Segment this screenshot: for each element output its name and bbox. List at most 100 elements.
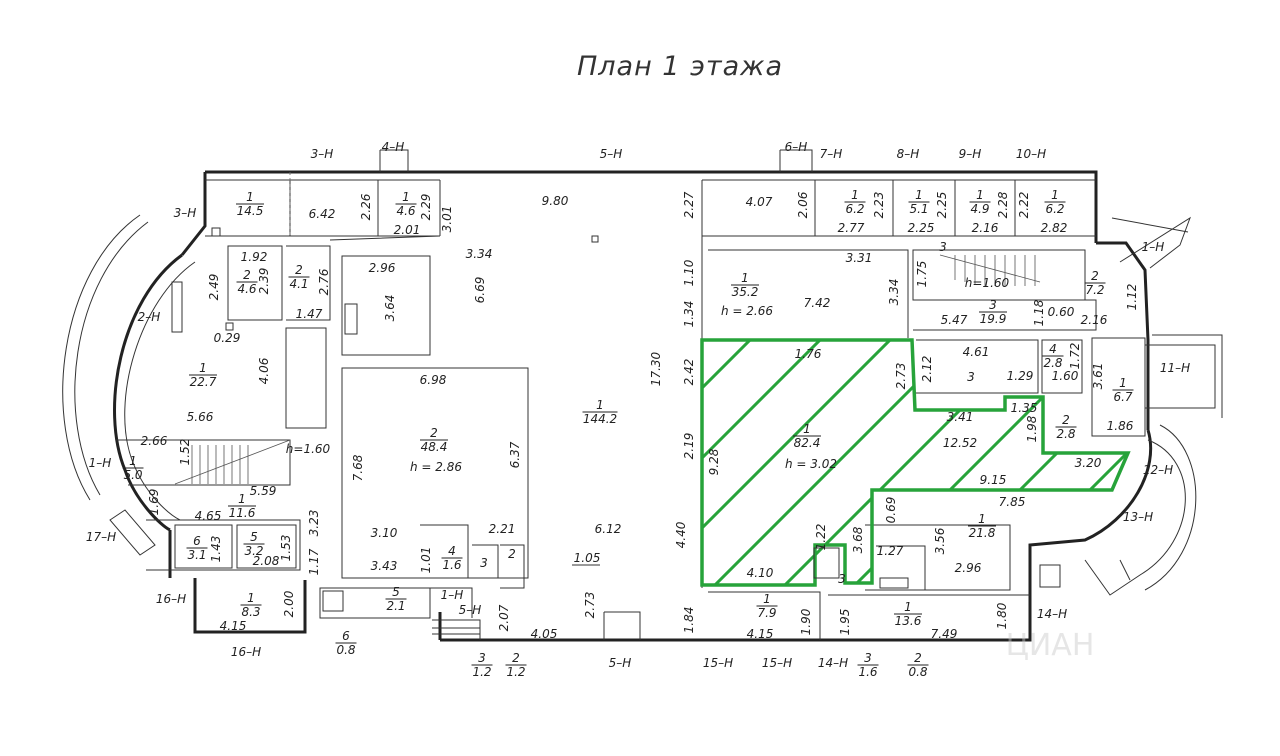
room-area: 2.1 bbox=[386, 599, 405, 613]
room-area: 6.2 bbox=[845, 202, 864, 216]
room-number: 1 bbox=[763, 592, 771, 606]
vlabel-v-1-90: 1.90 bbox=[799, 608, 813, 635]
label-d-4-10: 4.10 bbox=[747, 566, 774, 580]
room-area: 3.2 bbox=[244, 544, 263, 558]
room-r13: 16.7 bbox=[1112, 376, 1134, 404]
vlabel-v-2-42: 2.42 bbox=[682, 359, 696, 386]
vlabel-v-1-98: 1.98 bbox=[1025, 415, 1039, 442]
vlabel-v-3-01: 3.01 bbox=[440, 206, 454, 233]
label-4n-top: 4–Н bbox=[382, 140, 405, 154]
vlabel-v-2-26: 2.26 bbox=[359, 193, 373, 220]
room-number: 1 bbox=[247, 591, 255, 605]
room-number: 4 bbox=[1049, 342, 1057, 356]
label-d-1-92: 1.92 bbox=[241, 250, 268, 264]
vlabel-v-2-12: 2.12 bbox=[920, 356, 934, 383]
label-d-2-16b: 2.16 bbox=[1081, 313, 1108, 327]
label-d-2-96b: 2.96 bbox=[955, 561, 982, 575]
label-d-6-42: 6.42 bbox=[309, 207, 336, 221]
room-r23: 53.2 bbox=[243, 530, 265, 558]
label-d-5-47: 5.47 bbox=[941, 313, 968, 327]
label-d-1-35: 1.35 bbox=[1011, 401, 1038, 415]
vlabel-v-1-84: 1.84 bbox=[682, 607, 696, 634]
room-r25: 18.3 bbox=[240, 591, 262, 619]
label-d-4-15b: 4.15 bbox=[747, 627, 774, 641]
label-d-2-08: 2.08 bbox=[253, 554, 280, 568]
label-h-1-60b: h=1.60 bbox=[965, 276, 1010, 290]
label-d-1-47: 1.47 bbox=[296, 307, 323, 321]
vlabel-v-1-95: 1.95 bbox=[838, 609, 852, 636]
room-number: 3 bbox=[864, 651, 872, 665]
label-d-3-43: 3.43 bbox=[371, 559, 398, 573]
vlabel-v-2-73: 2.73 bbox=[894, 363, 908, 390]
vlabel-v-3-68: 3.68 bbox=[851, 526, 865, 553]
vlabel-v-1-52: 1.52 bbox=[178, 439, 192, 466]
vlabel-v-6-37: 6.37 bbox=[508, 441, 522, 468]
room-area: 1.2 bbox=[472, 665, 491, 679]
room-number: 3 bbox=[989, 298, 997, 312]
label-6n-top: 6–Н bbox=[785, 140, 808, 154]
vlabel-v-2-25: 2.25 bbox=[935, 192, 949, 219]
label-d-2-25: 2.25 bbox=[908, 221, 935, 235]
label-d-1-27: 1.27 bbox=[877, 544, 904, 558]
room-r11: 27.2 bbox=[1084, 269, 1106, 297]
label-d-3-34a: 3.34 bbox=[466, 247, 493, 261]
label-d-1-60: 1.60 bbox=[1052, 369, 1079, 383]
vlabel-v-3-64: 3.64 bbox=[383, 295, 397, 322]
room-r30: 31.2 bbox=[471, 651, 493, 679]
label-d-3-41: 3.41 bbox=[947, 410, 974, 424]
label-5n-bot2: 5–Н bbox=[609, 656, 632, 670]
room-area: 1.6 bbox=[858, 665, 877, 679]
label-d-9-15: 9.15 bbox=[980, 473, 1007, 487]
room-number: 2 bbox=[512, 651, 520, 665]
label-d-4-15: 4.15 bbox=[220, 619, 247, 633]
label-8n-top: 8–Н bbox=[897, 147, 920, 161]
room-r22: 63.1 bbox=[186, 534, 208, 562]
room-r9: 135.2 bbox=[731, 271, 759, 299]
label-14n-right: 14–Н bbox=[1037, 607, 1067, 621]
label-d-9-80: 9.80 bbox=[542, 194, 569, 208]
vlabel-v-2-23: 2.23 bbox=[872, 192, 886, 219]
room-r16: 182.4 bbox=[793, 422, 821, 450]
room-area: 48.4 bbox=[421, 440, 448, 454]
label-9n-top: 9–Н bbox=[959, 147, 982, 161]
stairs bbox=[174, 172, 1041, 485]
plain-p2a: 2 bbox=[508, 547, 516, 561]
vlabel-v-7-68: 7.68 bbox=[351, 454, 365, 481]
room-number: 1 bbox=[1119, 376, 1127, 390]
vlabel-v-3-56: 3.56 bbox=[933, 527, 947, 554]
vlabel-v-2-27: 2.27 bbox=[682, 191, 696, 218]
label-d-2-96: 2.96 bbox=[369, 261, 396, 275]
label-16n-b: 16–Н bbox=[231, 645, 261, 659]
label-d-5-59: 5.59 bbox=[250, 484, 277, 498]
watermark: ЦИАН bbox=[1006, 628, 1095, 663]
vlabel-v-2-49: 2.49 bbox=[207, 274, 221, 301]
room-number: 1 bbox=[976, 188, 984, 202]
room-number: 1 bbox=[978, 512, 986, 526]
vlabel-v-2-39: 2.39 bbox=[257, 268, 271, 295]
label-5n-bot: 5–Н bbox=[459, 603, 482, 617]
label-7n-top: 7–Н bbox=[820, 147, 843, 161]
label-d-1-29: 1.29 bbox=[1007, 369, 1034, 383]
room-area: 7.2 bbox=[1085, 283, 1104, 297]
label-d-2-77: 2.77 bbox=[838, 221, 865, 235]
vlabel-v-2-22: 2.22 bbox=[1017, 192, 1031, 219]
room-area: 0.8 bbox=[336, 643, 355, 657]
room-r17: 22.8 bbox=[1055, 413, 1077, 441]
room-r29: 60.8 bbox=[335, 629, 357, 657]
label-d-4-07: 4.07 bbox=[746, 195, 773, 209]
label-13n-right: 13–Н bbox=[1123, 510, 1153, 524]
room-number: 1 bbox=[246, 190, 254, 204]
room-area: 144.2 bbox=[583, 412, 617, 426]
label-d-7-42: 7.42 bbox=[804, 296, 831, 310]
room-r7: 24.6 bbox=[236, 268, 258, 296]
room-r3: 16.2 bbox=[844, 188, 866, 216]
vlabel-v-9-28: 9.28 bbox=[707, 448, 721, 475]
vlabel-v-3-34b: 3.34 bbox=[887, 279, 901, 306]
vlabel-v-3-23: 3.23 bbox=[307, 510, 321, 537]
room-number: 1 bbox=[596, 398, 604, 412]
label-15n-b: 15–Н bbox=[762, 656, 792, 670]
room-area: 5.0 bbox=[123, 468, 142, 482]
